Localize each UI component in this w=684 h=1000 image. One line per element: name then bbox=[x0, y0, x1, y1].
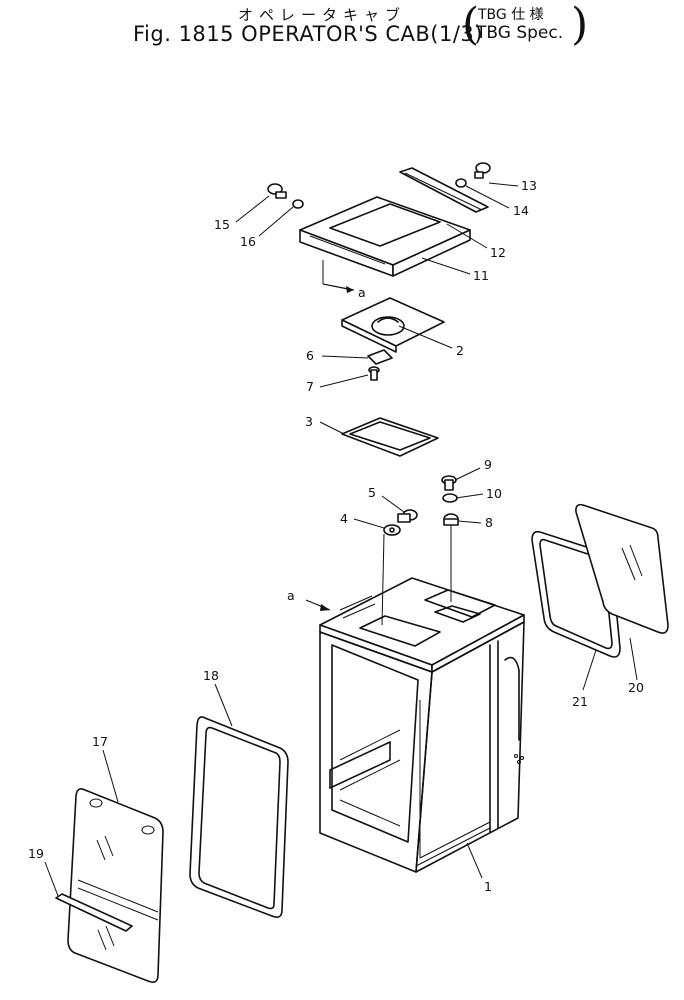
weatherstrip-part-19 bbox=[55, 893, 133, 932]
seal-part-3 bbox=[341, 417, 439, 457]
washer-part-14 bbox=[455, 178, 467, 188]
bolt-part-9 bbox=[441, 475, 457, 491]
callout-8: 8 bbox=[485, 515, 493, 530]
bolt-part-15 bbox=[267, 183, 287, 199]
callout-21: 21 bbox=[572, 694, 588, 709]
screw-part-7 bbox=[368, 366, 380, 381]
callout-10: 10 bbox=[486, 486, 502, 501]
bracket-part-4 bbox=[383, 524, 401, 536]
callout-18: 18 bbox=[203, 668, 219, 683]
spec-bracket-right: ) bbox=[571, 0, 589, 50]
nut-part-8 bbox=[443, 513, 459, 526]
callout-14: 14 bbox=[513, 203, 529, 218]
callout-3: 3 bbox=[305, 414, 313, 429]
washer-part-16 bbox=[292, 199, 304, 209]
cab-body-part-1 bbox=[319, 577, 525, 873]
spec-japanese: TBG 仕 様 bbox=[478, 7, 544, 23]
leader-lines bbox=[44, 182, 638, 897]
washer-part-10 bbox=[442, 493, 458, 503]
callout-1: 1 bbox=[484, 879, 492, 894]
callout-13: 13 bbox=[521, 178, 537, 193]
bolt-part-5 bbox=[397, 509, 418, 523]
hinge-plate-part-12 bbox=[399, 167, 489, 213]
callout-6: 6 bbox=[306, 348, 314, 363]
window-glass-part-20 bbox=[575, 503, 669, 634]
callout-4: 4 bbox=[340, 511, 348, 526]
callout-7: 7 bbox=[306, 379, 314, 394]
callout-12: 12 bbox=[490, 245, 506, 260]
figure-title: Fig. 1815 OPERATOR'S CAB(1/3) bbox=[133, 22, 483, 46]
title-japanese: オペレータキャブ bbox=[238, 6, 407, 24]
callout-5: 5 bbox=[368, 485, 376, 500]
view-arrow-body bbox=[305, 599, 331, 611]
view-marker-body: a bbox=[287, 588, 295, 603]
callout-16: 16 bbox=[240, 234, 256, 249]
clip-part-6 bbox=[367, 349, 393, 365]
callout-17: 17 bbox=[92, 734, 108, 749]
door-glass-part-17 bbox=[67, 788, 164, 983]
latch-plate-part-2 bbox=[341, 297, 445, 353]
spec-bracket-left: ( bbox=[462, 0, 480, 50]
callout-15: 15 bbox=[214, 217, 230, 232]
roof-frame-part-11 bbox=[299, 196, 471, 291]
window-seal-part-18 bbox=[189, 716, 289, 918]
callout-2: 2 bbox=[456, 343, 464, 358]
leader-4-to-cab bbox=[381, 533, 385, 626]
view-marker-top: a bbox=[358, 285, 366, 300]
callout-19: 19 bbox=[28, 846, 44, 861]
spec-english: TBG Spec. bbox=[476, 23, 564, 43]
callout-9: 9 bbox=[484, 457, 492, 472]
bolt-part-13 bbox=[474, 162, 491, 179]
callout-20: 20 bbox=[628, 680, 644, 695]
view-arrow-top bbox=[322, 283, 355, 293]
callout-11: 11 bbox=[473, 268, 489, 283]
